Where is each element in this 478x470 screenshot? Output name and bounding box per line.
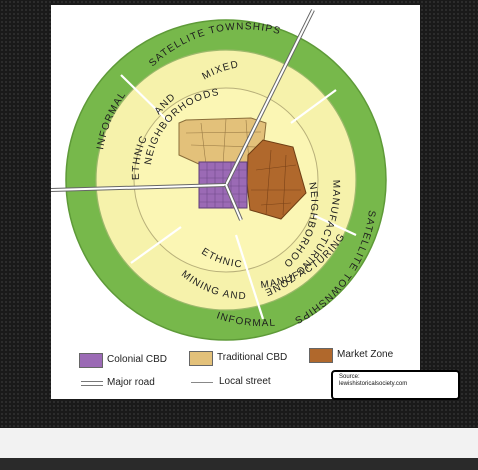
legend-major-road: Major road (107, 377, 155, 388)
source-site: lewishistoricalsociety.com (339, 381, 408, 387)
legend-traditional-cbd: Traditional CBD (217, 352, 288, 363)
diagram-figure: INFORMAL SATELLITE TOWNSHIPS MIXED AND N… (47, 0, 460, 400)
slide-bottom-band (0, 428, 478, 458)
sector-dividers (120, 74, 357, 320)
colonial-cbd-swatch (79, 353, 103, 368)
source-box: Source: lewishistoricalsociety.com (331, 370, 460, 400)
local-street-symbol (191, 382, 213, 383)
legend-market-zone: Market Zone (337, 349, 394, 360)
market-zone-swatch (309, 348, 333, 363)
source-label: Source: (339, 374, 360, 380)
major-road-symbol (81, 381, 103, 386)
traditional-cbd-swatch (189, 351, 213, 366)
legend-colonial-cbd: Colonial CBD (107, 354, 168, 365)
legend-local-street: Local street (219, 376, 271, 387)
slide-bottom-strip (0, 458, 478, 470)
major-roads (50, 9, 315, 221)
city-model-diagram: INFORMAL SATELLITE TOWNSHIPS MIXED AND N… (47, 0, 387, 341)
